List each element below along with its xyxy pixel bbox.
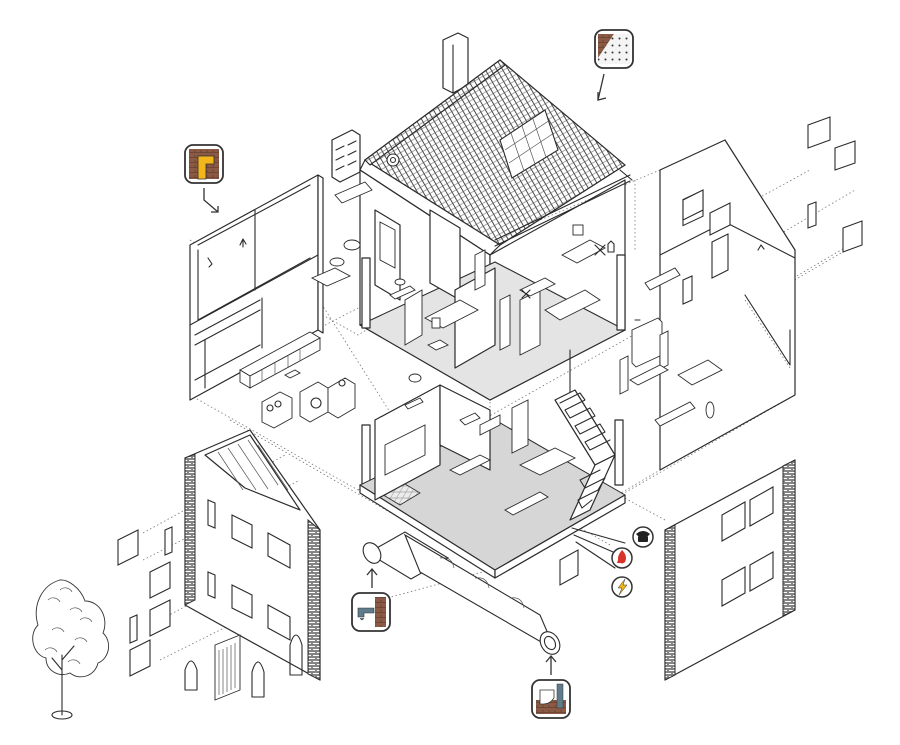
right-back-wall-panel <box>659 116 863 471</box>
electricity-badge <box>611 576 633 598</box>
roof <box>359 59 633 256</box>
utility-pipes <box>362 527 626 655</box>
staircase <box>554 389 616 521</box>
roof-insulation-badge <box>594 29 634 101</box>
tree <box>32 579 109 720</box>
arrow-icon <box>597 73 605 101</box>
telephone-badge <box>632 526 654 548</box>
sewage-badge <box>531 654 571 719</box>
chimney <box>442 32 469 94</box>
living-area <box>619 267 723 427</box>
front-right-wall-panel <box>559 459 796 681</box>
water-supply-badge <box>351 567 391 632</box>
ventilation-block <box>331 129 361 183</box>
wall-insulation-badge <box>184 144 224 213</box>
kitchen-units <box>239 331 356 429</box>
front-left-wall-panel <box>117 429 321 701</box>
house-core <box>310 32 633 579</box>
gas-badge <box>611 547 633 569</box>
left-wall-panel <box>189 174 324 401</box>
